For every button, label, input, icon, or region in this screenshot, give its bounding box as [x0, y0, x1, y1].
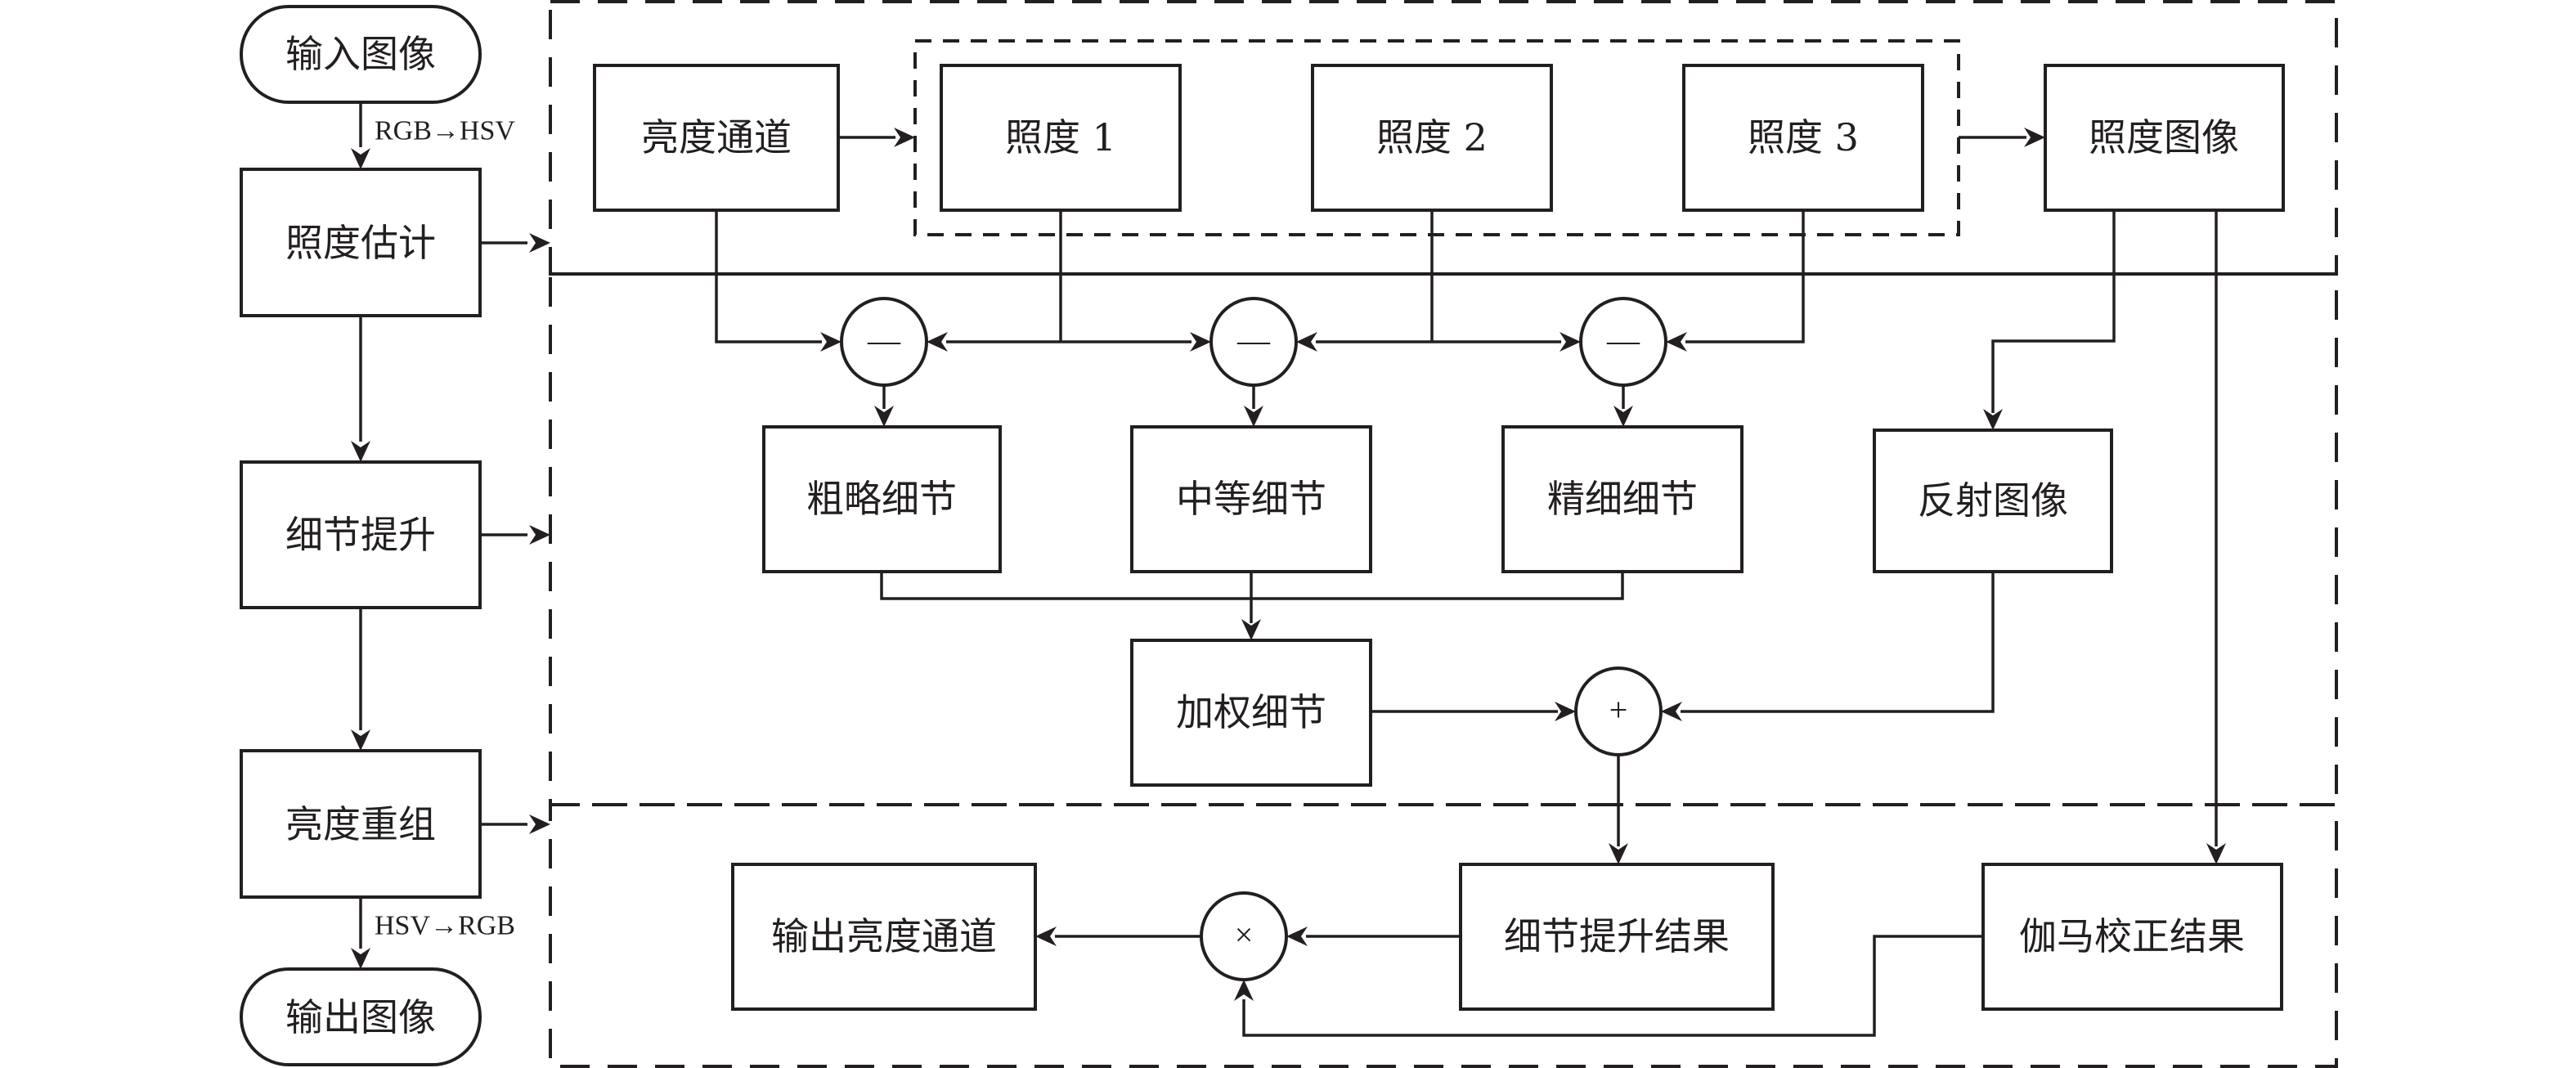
luminance-channel-label: 亮度通道: [641, 115, 792, 159]
connector: [1681, 572, 1995, 713]
gamma-correction-result-box: 伽马校正结果: [1981, 863, 2283, 1011]
illumination-2-label: 照度 2: [1376, 115, 1488, 159]
subtract-node-2: —: [1209, 297, 1298, 387]
detail-enhancement-label: 细节提升: [285, 513, 436, 557]
illumination-3-label: 照度 3: [1748, 115, 1859, 159]
arrowhead-icon: [2206, 843, 2226, 864]
connector: [1242, 935, 1983, 1037]
illumination-image-box: 照度图像: [2044, 64, 2285, 212]
arrowhead-icon: [529, 814, 550, 834]
arrowhead-icon: [927, 332, 948, 352]
arrowhead-icon: [1244, 406, 1263, 427]
luminance-recombination-label: 亮度重组: [285, 802, 436, 846]
arrowhead-icon: [351, 441, 370, 462]
illumination-3-box: 照度 3: [1682, 64, 1924, 212]
output-image-terminal: 输出图像: [240, 967, 482, 1066]
output-luminance-channel-box: 输出亮度通道: [731, 863, 1037, 1011]
arrowhead-icon: [1555, 702, 1576, 721]
illumination-estimation-label: 照度估计: [285, 221, 436, 265]
times-symbol: ×: [1235, 917, 1254, 954]
arrowhead-icon: [2024, 128, 2045, 147]
arrowhead-icon: [1983, 409, 2003, 430]
arrowhead-icon: [1234, 980, 1254, 1001]
arrowhead-icon: [820, 332, 841, 352]
minus-symbol: —: [1606, 322, 1640, 359]
arrowhead-icon: [351, 948, 370, 969]
minus-symbol: —: [867, 322, 901, 359]
illumination-estimation-frame: [549, 0, 2338, 276]
fine-detail-box: 精细细节: [1501, 425, 1744, 573]
arrowheads: [351, 128, 2226, 1001]
arrowhead-icon: [1661, 702, 1682, 721]
plus-symbol: +: [1609, 692, 1628, 729]
arrowhead-icon: [1560, 332, 1581, 352]
multiply-node: ×: [1200, 891, 1288, 981]
arrowhead-icon: [1241, 619, 1261, 640]
luminance-recombination-frame: [549, 803, 2338, 1068]
illumination-estimation-step: 照度估计: [240, 168, 482, 317]
medium-detail-box: 中等细节: [1130, 425, 1372, 573]
subtract-node-3: —: [1579, 297, 1667, 387]
minus-symbol: —: [1236, 322, 1271, 359]
arrowhead-icon: [894, 128, 915, 147]
coarse-detail-label: 粗略细节: [806, 477, 957, 521]
arrowhead-icon: [351, 729, 370, 751]
luminance-recombination-step: 亮度重组: [240, 749, 482, 899]
arrowhead-icon: [1609, 843, 1628, 864]
detail-enhancement-frame: [549, 272, 2338, 806]
rgb-to-hsv-label: RGB→HSV: [375, 116, 515, 146]
output-luminance-channel-label: 输出亮度通道: [771, 914, 997, 958]
weighted-detail-box: 加权细节: [1130, 639, 1372, 787]
weighted-detail-label: 加权细节: [1176, 690, 1326, 734]
illumination-image-label: 照度图像: [2089, 115, 2239, 159]
arrowhead-icon: [1286, 927, 1308, 946]
arrowhead-icon: [1296, 332, 1317, 352]
gamma-correction-result-label: 伽马校正结果: [2019, 914, 2245, 958]
input-image-label: 输入图像: [285, 32, 436, 76]
arrowhead-icon: [874, 406, 894, 427]
input-image-terminal: 输入图像: [240, 5, 482, 104]
illumination-2-box: 照度 2: [1311, 64, 1553, 212]
illumination-1-box: 照度 1: [940, 64, 1182, 212]
detail-enhancement-result-box: 细节提升结果: [1459, 863, 1775, 1011]
fine-detail-label: 精细细节: [1547, 477, 1698, 521]
arrowhead-icon: [351, 148, 370, 169]
hsv-to-rgb-label: HSV→RGB: [375, 911, 515, 941]
illumination-1-label: 照度 1: [1005, 115, 1116, 159]
connector: [715, 210, 822, 343]
connector: [1685, 210, 1805, 343]
luminance-channel-box: 亮度通道: [593, 64, 840, 212]
output-image-label: 输出图像: [285, 995, 436, 1039]
arrowhead-icon: [1035, 927, 1057, 946]
arrowhead-icon: [529, 525, 550, 545]
detail-enhancement-step: 细节提升: [240, 460, 482, 609]
medium-detail-label: 中等细节: [1176, 477, 1326, 521]
coarse-detail-box: 粗略细节: [762, 425, 1002, 573]
arrowhead-icon: [1190, 332, 1211, 352]
connector: [1991, 210, 2116, 413]
add-node: +: [1574, 666, 1663, 756]
arrowhead-icon: [1613, 406, 1633, 427]
arrowhead-icon: [1666, 332, 1687, 352]
detail-enhancement-result-label: 细节提升结果: [1504, 914, 1730, 958]
reflectance-image-box: 反射图像: [1873, 429, 2113, 573]
reflectance-image-label: 反射图像: [1918, 478, 2068, 523]
arrowhead-icon: [529, 233, 550, 253]
subtract-node-1: —: [840, 297, 928, 387]
